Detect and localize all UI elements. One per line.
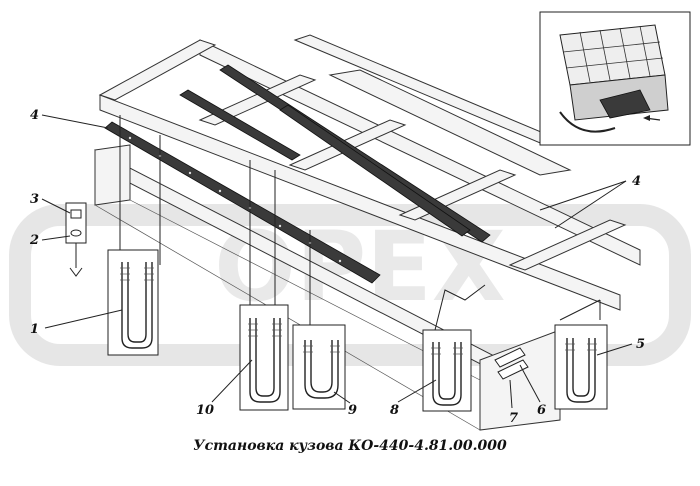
callout-1: 1	[30, 309, 123, 337]
svg-text:4: 4	[632, 174, 641, 189]
callout-4-right: 4	[539, 174, 641, 229]
svg-text:7: 7	[509, 411, 518, 426]
figure-caption: Установка кузова КО-440-4.81.00.000	[193, 438, 507, 454]
watermark: ОРЕХ	[9, 204, 691, 366]
svg-text:10: 10	[196, 403, 214, 418]
callout-10: 10	[196, 359, 253, 418]
clip-detail	[65, 202, 87, 277]
plates-detail	[494, 347, 541, 409]
svg-text:3: 3	[30, 192, 39, 207]
ubolt-box-8	[422, 329, 472, 412]
callout-7: 7	[509, 411, 518, 426]
wooden-strip-right	[179, 64, 491, 243]
ubolt-box-5	[554, 324, 608, 410]
leader-lines	[119, 115, 601, 331]
callout-6: 6	[537, 403, 546, 418]
ubolt-box-9	[292, 324, 346, 410]
callout-8: 8	[390, 379, 437, 418]
callout-3: 3	[30, 192, 71, 214]
svg-text:2: 2	[29, 233, 39, 248]
wooden-strip-left	[104, 121, 381, 284]
inset-view	[539, 11, 691, 146]
callout-4-left: 4	[30, 108, 109, 129]
svg-text:6: 6	[537, 403, 546, 418]
callout-9: 9	[333, 391, 357, 418]
svg-text:8: 8	[390, 403, 399, 418]
svg-text:9: 9	[348, 403, 357, 418]
svg-text:1: 1	[30, 322, 39, 337]
callout-2: 2	[29, 233, 71, 248]
svg-text:4: 4	[30, 108, 39, 123]
ubolt-box-10	[239, 304, 289, 411]
ubolt-box-1	[107, 249, 159, 356]
callout-5: 5	[596, 337, 645, 356]
svg-text:5: 5	[636, 337, 645, 352]
